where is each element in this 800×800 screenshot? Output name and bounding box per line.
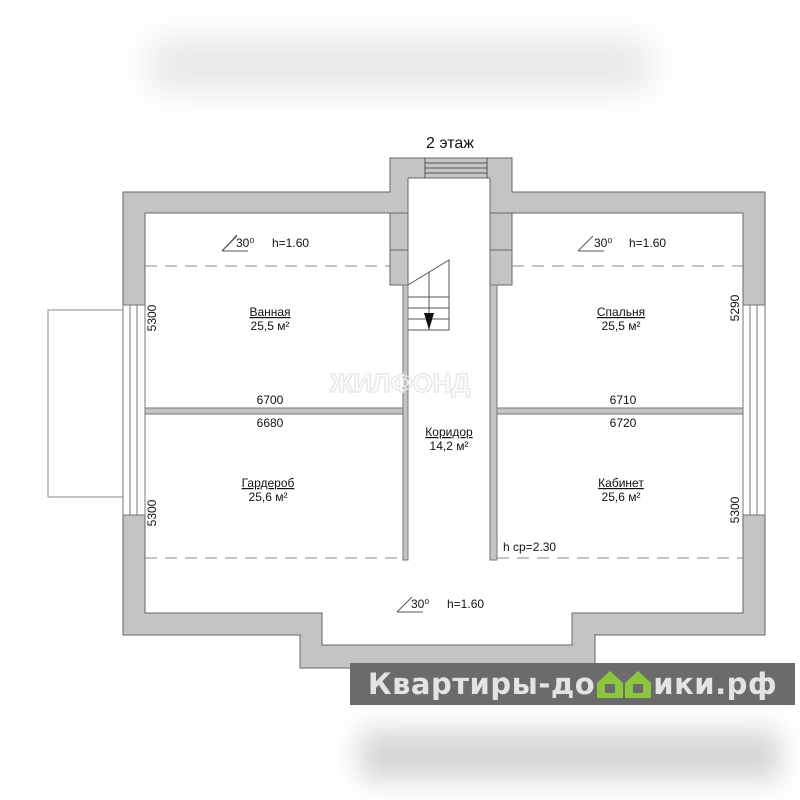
roof-angle: 30⁰ <box>236 236 254 250</box>
roof-angle: 30⁰ <box>411 597 429 611</box>
site-banner: Квартиры-до ики.рф <box>350 663 795 705</box>
roof-height: h=1.60 <box>447 597 484 611</box>
average-height: h ср=2.30 <box>503 540 556 554</box>
angle-icons <box>221 234 604 613</box>
roof-slope-lines <box>145 265 743 559</box>
windows <box>122 304 766 516</box>
blurred-header <box>150 40 650 90</box>
dimension: 5300 <box>728 496 742 523</box>
room-area: 25,6 м² <box>602 490 641 504</box>
room-name: Кабинет <box>598 476 644 490</box>
blurred-footer <box>360 730 780 780</box>
stair-down-arrow-icon <box>424 313 434 330</box>
dimension: 5300 <box>145 499 159 526</box>
banner-text-left: Квартиры-до <box>367 667 596 701</box>
dimension: 6720 <box>610 416 637 430</box>
stairwell <box>408 178 490 218</box>
room-name: Коридор <box>425 425 473 439</box>
floor-title: 2 этаж <box>426 135 474 152</box>
dimension: 6710 <box>610 393 637 407</box>
banner-text-right: ики.рф <box>653 667 778 701</box>
stair-steps-top <box>424 158 488 178</box>
watermark: ЖИЛФОНД <box>329 368 471 398</box>
houses-logo-icon <box>597 671 652 698</box>
roof-height: h=1.60 <box>629 236 666 250</box>
room-name: Ванная <box>249 305 290 319</box>
roof-angle: 30⁰ <box>594 236 612 250</box>
room-name: Спальня <box>597 305 645 319</box>
balcony <box>47 309 124 498</box>
room-area: 14,2 м² <box>430 439 469 453</box>
dimension: 5300 <box>145 304 159 331</box>
room-area: 25,5 м² <box>602 319 641 333</box>
stair-walls <box>389 212 513 286</box>
room-name: Гардероб <box>242 476 295 490</box>
room-area: 25,6 м² <box>249 490 288 504</box>
room-area: 25,5 м² <box>251 319 290 333</box>
roof-height: h=1.60 <box>272 236 309 250</box>
dimension: 5290 <box>728 294 742 321</box>
dimension: 6680 <box>257 416 284 430</box>
dimension: 6700 <box>257 393 284 407</box>
